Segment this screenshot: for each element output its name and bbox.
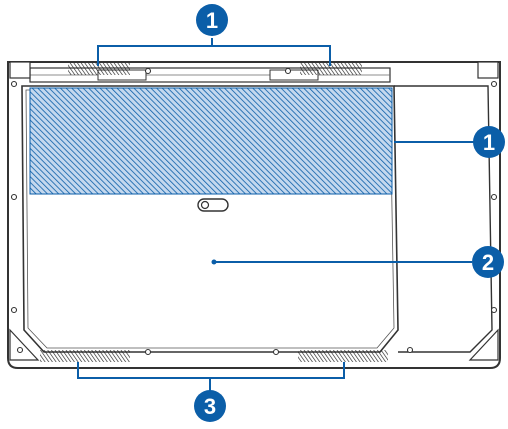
latch [197, 198, 229, 212]
bottom-vent-right [298, 350, 388, 362]
bottom-vents [40, 350, 388, 362]
screw [144, 348, 152, 356]
callout-circle [473, 126, 505, 158]
callout-3: 3 [194, 390, 226, 422]
screw [10, 80, 18, 88]
top-vent-left [68, 63, 130, 75]
screw [490, 306, 498, 314]
callout-circle [196, 4, 228, 36]
leader-top [97, 45, 331, 66]
screw [490, 193, 498, 201]
screw [10, 193, 18, 201]
callout-number: 1 [483, 130, 495, 155]
screw [406, 346, 414, 354]
callout-1-right: 1 [473, 126, 505, 158]
callout-number: 2 [482, 250, 494, 275]
screw [10, 306, 18, 314]
corner-tab-left [9, 61, 31, 79]
screw [272, 348, 280, 356]
leader-2-dot [211, 259, 217, 265]
leader-lines [77, 38, 474, 392]
callout-number: 3 [204, 394, 216, 419]
screw [16, 346, 24, 354]
top-vent-right [300, 63, 362, 75]
callout-1-top: 1 [196, 4, 228, 36]
callout-circle [472, 246, 504, 278]
top-vents [68, 63, 362, 75]
screws [10, 67, 498, 356]
callout-circle [194, 390, 226, 422]
air-vent-area [29, 87, 393, 195]
vent-area-hatch [30, 88, 392, 194]
screw [144, 67, 152, 75]
screw [284, 67, 292, 75]
screw [490, 80, 498, 88]
right-panel-outline [394, 85, 493, 353]
callout-number: 1 [206, 8, 218, 33]
bottom-vent-left [40, 350, 130, 362]
corner-tab-right [477, 61, 499, 79]
bottom-right-bevel [468, 328, 499, 361]
latch-knob [200, 200, 210, 210]
vent-area-border [29, 87, 393, 195]
bottom-left-bevel [9, 328, 40, 361]
callout-2: 2 [472, 246, 504, 278]
